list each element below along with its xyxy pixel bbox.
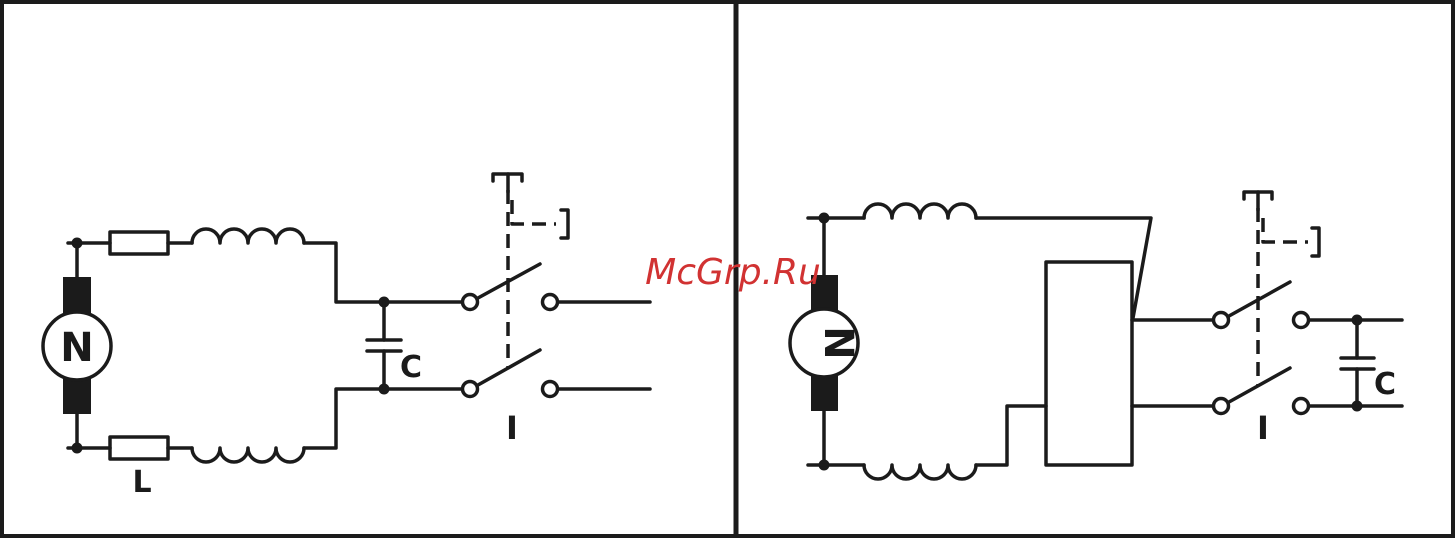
left-inductor-bottom xyxy=(192,448,304,462)
left-motor-label: N xyxy=(60,325,93,371)
left-wire-bottom-c xyxy=(304,389,470,448)
right-switch-contact-3 xyxy=(1214,399,1229,414)
left-detent-bracket xyxy=(561,210,568,238)
right-wire-bottom-b xyxy=(976,406,1046,465)
left-switch-contact-4 xyxy=(543,382,558,397)
right-switch-label: I xyxy=(1257,409,1269,447)
right-inductor-top xyxy=(864,204,976,218)
right-control-module xyxy=(1046,262,1132,465)
right-switch-contact-1 xyxy=(1214,313,1229,328)
left-resistor-label: L xyxy=(132,465,151,500)
left-inductor-top xyxy=(192,229,304,243)
left-switch-label: I xyxy=(506,409,518,447)
left-switch-contact-2 xyxy=(543,295,558,310)
right-capacitor-label: C xyxy=(1374,367,1396,402)
left-capacitor-label: C xyxy=(400,350,422,385)
right-switch-contact-2 xyxy=(1294,313,1309,328)
watermark: McGrp.Ru xyxy=(645,252,821,293)
left-resistor-top xyxy=(110,232,168,254)
left-switch-contact-3 xyxy=(463,382,478,397)
left-panel: N L C xyxy=(43,174,650,500)
right-switch-contact-4 xyxy=(1294,399,1309,414)
left-switch-contact-1 xyxy=(463,295,478,310)
right-wire-top-b xyxy=(976,218,1151,318)
right-panel: N I C xyxy=(790,192,1402,479)
left-resistor-bottom xyxy=(110,437,168,459)
left-wire-top-c xyxy=(304,243,470,302)
right-detent-path xyxy=(1263,218,1308,242)
right-detent-bracket xyxy=(1312,228,1319,256)
right-inductor-bottom xyxy=(864,465,976,479)
left-detent-path xyxy=(512,200,556,224)
right-motor-label: N xyxy=(815,326,861,359)
